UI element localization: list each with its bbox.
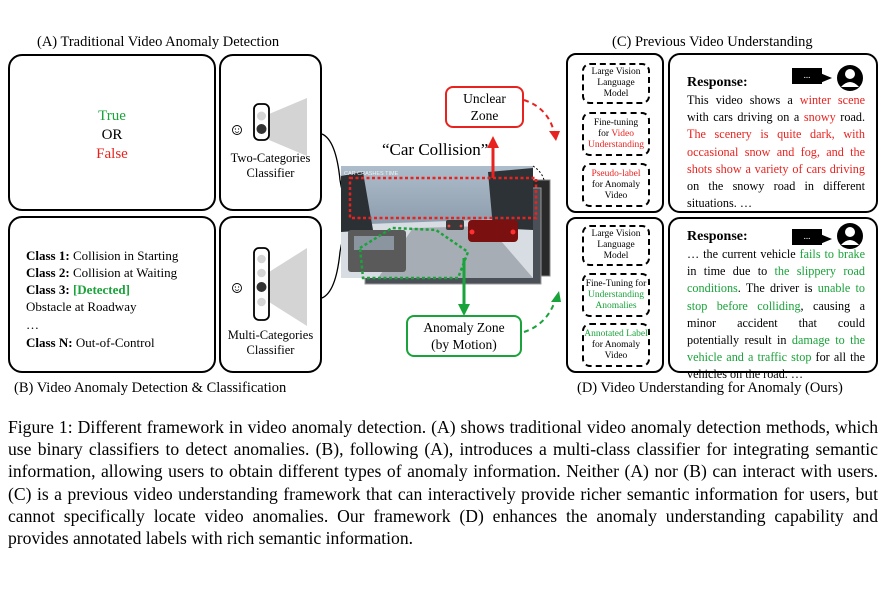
response-segment: with cars driving on a xyxy=(687,110,804,125)
class-ellipsis: … xyxy=(26,317,39,332)
class-n: Class N: Out-of-Control xyxy=(26,335,155,350)
response-segment: The scenery is quite dark, with occasion… xyxy=(687,127,865,176)
unclear-zone-box xyxy=(348,176,538,220)
anomaly-zone-label: Anomaly Zone(by Motion) xyxy=(406,315,522,357)
response-segment: winter scene xyxy=(799,93,865,107)
response-text-d: … the current vehicle fails to brake in … xyxy=(687,246,865,384)
multi-category-classifier-icon xyxy=(232,247,307,326)
response-segment: , causing a minor accident that could po… xyxy=(687,298,865,348)
quote-label: “Car Collision” xyxy=(382,140,489,159)
user-avatar-c-icon xyxy=(837,65,863,91)
panel-b-classifier: Multi-Categories Classifier xyxy=(219,216,322,373)
video-frame: CAR CRASHES TIME xyxy=(341,166,533,278)
user-avatar-d-icon xyxy=(837,223,863,249)
response-segment: … the current vehicle xyxy=(687,247,800,261)
false-label: False xyxy=(96,146,128,162)
title-d: (D) Video Understanding for Anomaly (Our… xyxy=(577,380,843,396)
response-segment: for all the vehicles on the road. … xyxy=(687,350,865,382)
response-title-c: Response: xyxy=(687,75,748,90)
response-segment: snowy xyxy=(803,110,836,125)
title-c: (C) Previous Video Understanding xyxy=(612,34,813,50)
response-segment: This video shows a xyxy=(687,93,800,107)
response-segment: road. xyxy=(835,110,865,125)
response-title-d: Response: xyxy=(687,229,748,244)
title-b: (B) Video Anomaly Detection & Classifica… xyxy=(14,380,287,396)
class-2: Class 2: Collision at Waiting xyxy=(26,265,178,280)
response-segment: damage to the vehicle and a traffic stop xyxy=(687,333,866,365)
panel-a-result: True OR False xyxy=(8,54,216,211)
panel-c-response: Response: ... This video shows a winter … xyxy=(668,53,878,213)
response-segment: on the snowy road in different situation… xyxy=(687,179,865,211)
video-watermark: CAR CRASHES TIME xyxy=(344,171,399,177)
or-label: OR xyxy=(101,127,123,143)
anomaly-zone-box xyxy=(358,226,470,280)
class-3-text: Obstacle at Roadway xyxy=(26,299,137,314)
chat-bubble-d: ... xyxy=(792,229,822,245)
panel-d-response: Response: ... … the current vehicle fail… xyxy=(668,217,878,381)
response-text-c: This video shows a winter scene with car… xyxy=(687,92,865,212)
true-label: True xyxy=(98,108,126,124)
figure-caption: Figure 1: Different framework in video a… xyxy=(8,417,878,549)
middle-diagram: CAR CRASHES TIME xyxy=(321,99,561,333)
response-segment: fails to brake xyxy=(799,247,866,261)
response-segment: unable to stop before colliding xyxy=(687,281,865,313)
chat-bubble-c: ... xyxy=(792,68,822,84)
multi-category-classifier-label: Multi-Categories Classifier xyxy=(227,328,314,357)
two-category-classifier-icon xyxy=(232,98,307,156)
response-segment: in time due to xyxy=(687,264,775,279)
title-a: (A) Traditional Video Anomaly Detection xyxy=(37,34,280,50)
class-3: Class 3: [Detected] xyxy=(26,282,130,297)
bubble-tail-c-icon xyxy=(820,73,832,83)
panel-b-classes: Class 1: Collision in Starting Class 2: … xyxy=(8,216,216,373)
bubble-tail-d-icon xyxy=(820,234,832,244)
panel-a-classifier: Two-Categories Classifier xyxy=(219,54,322,211)
response-segment: . The driver is xyxy=(737,281,818,296)
two-category-classifier-label: Two-Categories Classifier xyxy=(230,151,311,180)
class-1: Class 1: Collision in Starting xyxy=(26,248,179,263)
response-segment: the slippery road conditions xyxy=(687,264,865,296)
